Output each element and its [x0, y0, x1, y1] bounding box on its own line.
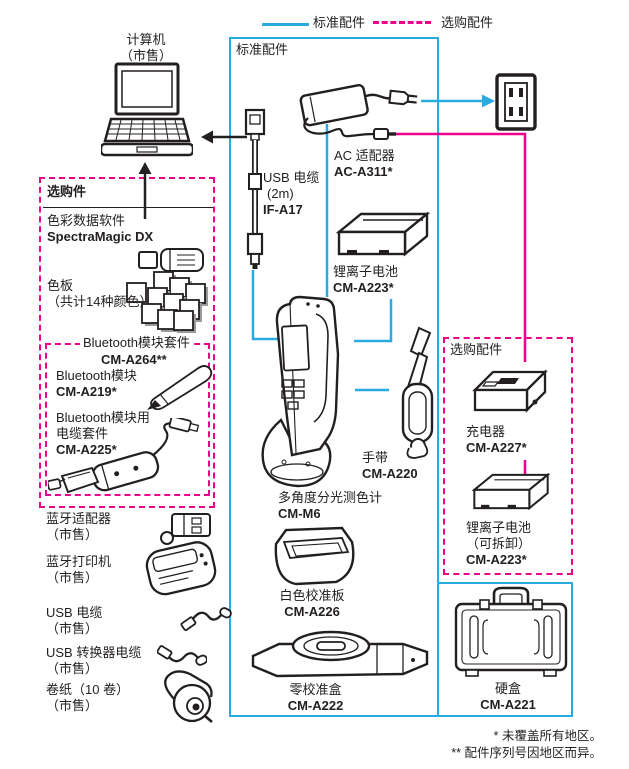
color-plates-label: 色板 （共计14种颜色） [47, 278, 153, 309]
commercial-item-paper-roll: 卷纸（10 卷） （市售） [46, 682, 130, 713]
strap-label: 手带 CM-A220 [362, 450, 418, 481]
battery-optional-icon [471, 472, 551, 511]
paper-roll-icon [164, 670, 213, 723]
usb-cable-icon [244, 108, 266, 269]
laptop-icon [101, 62, 193, 157]
optional-box-title-divider [43, 207, 213, 208]
bt-adapter-icon [160, 513, 211, 545]
standard-box-title: 标准配件 [236, 42, 289, 57]
zero-box-icon [251, 630, 429, 678]
usb-cable-small-icon [180, 607, 232, 632]
charger-icon [472, 369, 548, 413]
battery-optional-label: 锂离子电池 （可拆卸） CM-A223* [466, 520, 532, 567]
bt-printer-icon [145, 541, 217, 596]
software-dongle-icon [138, 248, 204, 272]
color-plates-icon [126, 271, 208, 333]
bt-module-label: Bluetooth模块 CM-A219* [56, 368, 137, 399]
bt-module-icon [147, 365, 213, 410]
arrowhead-up-to-computer [138, 162, 152, 174]
instrument-label: 多角度分光测色计 CM-M6 [278, 490, 383, 521]
hard-case-icon [454, 586, 568, 677]
white-plate-label: 白色校准板 CM-A226 [279, 588, 345, 619]
commercial-item-usb-cable: USB 电缆 （市售） [46, 605, 103, 636]
battery-label: 锂离子电池 CM-A223* [333, 264, 399, 295]
bt-cable-set-label: Bluetooth模块用 电缆套件 CM-A225* [56, 410, 150, 457]
computer-label: 计算机 （市售） [119, 32, 172, 63]
instrument-icon [261, 295, 340, 488]
usb-converter-cable-icon [157, 645, 207, 666]
strap-icon [401, 326, 434, 459]
optional-items-box [39, 177, 215, 508]
optional-accessories-title: 选购配件 [450, 342, 503, 357]
software-label: 色彩数据软件 SpectraMagic DX [47, 213, 154, 244]
arrowhead-to-computer [201, 130, 213, 144]
ac-adapter-label: AC 适配器 AC-A311* [334, 148, 395, 179]
footnotes: * 未覆盖所有地区。 ** 配件序列号因地区而异。 [451, 729, 602, 760]
hard-case-label: 硬盒 CM-A221 [480, 681, 536, 712]
zero-box-label: 零校准盒 CM-A222 [287, 682, 344, 713]
bt-cable-kit-icon [48, 418, 200, 494]
legend-standard-label: 标准配件 [313, 15, 366, 30]
commercial-item-bt-printer: 蓝牙打印机 （市售） [46, 554, 112, 585]
bt-kit-model: CM-A264** [101, 352, 167, 367]
charger-label: 充电器 CM-A227* [466, 424, 527, 455]
white-plate-icon [274, 526, 355, 586]
arrowhead-to-outlet [482, 94, 495, 108]
ac-adapter-icon [299, 84, 418, 140]
standard-accessories-box [229, 37, 439, 717]
battery-icon [335, 211, 431, 257]
commercial-item-usb-converter: USB 转换器电缆 （市售） [46, 645, 142, 676]
hard-case-box [437, 582, 573, 717]
optional-box-title: 选购件 [47, 184, 87, 199]
commercial-item-bt-adapter: 蓝牙适配器 （市售） [46, 511, 112, 542]
bt-kit-label: Bluetooth模块套件 [80, 335, 193, 351]
legend-optional-line [373, 21, 431, 24]
outlet-icon [495, 73, 537, 131]
usb-cable-label: USB 电缆 (2m) IF-A17 [263, 170, 320, 217]
legend-optional-label: 选购配件 [441, 15, 494, 30]
legend-standard-line [262, 23, 309, 26]
